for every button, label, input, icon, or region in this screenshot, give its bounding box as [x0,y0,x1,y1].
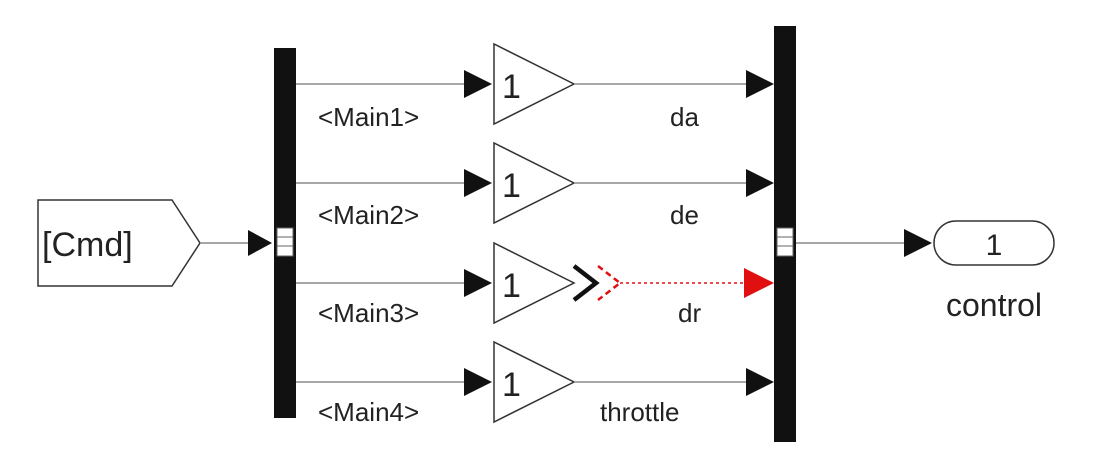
gain-value-3: 1 [502,267,521,305]
from-block-cmd[interactable]: [Cmd] [37,199,201,287]
outport-number: 1 [986,229,1003,262]
signal-row-1: <Main1> 1 da [296,42,774,132]
gain-value-1: 1 [502,68,521,106]
gain-block-3[interactable]: 1 [493,241,576,325]
unconnected-port-chevron-icon[interactable] [572,264,600,302]
selector-label-main1: <Main1> [318,102,419,132]
signal-row-2: <Main2> 1 de [296,141,774,230]
bus-creator-block[interactable] [774,26,796,442]
arrowhead-gain3-icon [464,269,492,297]
arrowhead-gain1-icon [464,70,492,98]
arrowhead-gain2-icon [464,169,492,197]
arrowhead-mux3-error-icon [744,268,774,298]
arrowhead-mux2-icon [746,169,774,197]
outport-name: control [946,287,1042,323]
from-block-label: [Cmd] [42,226,133,264]
selector-label-main2: <Main2> [318,200,419,230]
arrowhead-cmd-icon [248,230,272,256]
signal-row-4: <Main4> 1 throttle [296,340,774,427]
signal-row-3: <Main3> 1 dr [296,241,774,328]
outport-block[interactable]: 1 [933,220,1055,266]
output-label-da: da [670,102,699,132]
arrowhead-gain4-icon [464,368,492,396]
arrowhead-mux4-icon [746,368,774,396]
bus-selector-block[interactable] [274,48,296,418]
gain-value-2: 1 [502,167,521,205]
dangling-line-chevron-icon[interactable] [597,265,623,301]
gain-block-1[interactable]: 1 [493,42,576,126]
arrowhead-outport-icon [904,229,932,257]
arrowhead-mux1-icon [746,70,774,98]
gain-block-2[interactable]: 1 [493,141,576,225]
selector-label-main3: <Main3> [318,298,419,328]
output-label-dr: dr [678,298,701,328]
output-label-throttle: throttle [600,397,680,427]
selector-label-main4: <Main4> [318,397,419,427]
gain-block-4[interactable]: 1 [493,340,576,424]
output-label-de: de [670,200,699,230]
gain-value-4: 1 [502,366,521,404]
